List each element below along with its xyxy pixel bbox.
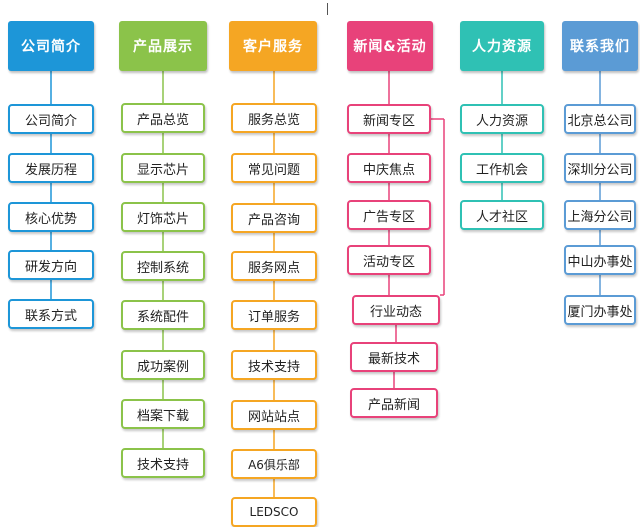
node-1-0[interactable]: 产品总览 — [121, 103, 205, 133]
node-2-2[interactable]: 产品咨询 — [231, 203, 317, 233]
column-header-1[interactable]: 产品展示 — [119, 21, 207, 71]
node-1-2[interactable]: 灯饰芯片 — [121, 202, 205, 232]
node-0-0[interactable]: 公司简介 — [8, 104, 94, 134]
node-2-5[interactable]: 技术支持 — [231, 350, 317, 380]
node-5-4[interactable]: 厦门办事处 — [564, 295, 636, 325]
node-2-7[interactable]: A6俱乐部 — [231, 449, 317, 479]
node-5-0[interactable]: 北京总公司 — [564, 104, 636, 134]
column-header-0[interactable]: 公司简介 — [8, 21, 94, 71]
top-marker-line — [327, 3, 328, 15]
column-header-2[interactable]: 客户服务 — [229, 21, 317, 71]
node-1-1[interactable]: 显示芯片 — [121, 153, 205, 183]
node-0-2[interactable]: 核心优势 — [8, 202, 94, 232]
node-2-8[interactable]: LEDSCO — [231, 497, 317, 527]
node-3-4[interactable]: 行业动态 — [352, 295, 440, 325]
node-0-1[interactable]: 发展历程 — [8, 153, 94, 183]
node-3-6[interactable]: 产品新闻 — [350, 388, 438, 418]
node-0-3[interactable]: 研发方向 — [8, 250, 94, 280]
node-3-1[interactable]: 中庆焦点 — [347, 153, 431, 183]
node-0-4[interactable]: 联系方式 — [8, 299, 94, 329]
column-header-5[interactable]: 联系我们 — [562, 21, 638, 71]
node-3-3[interactable]: 活动专区 — [347, 245, 431, 275]
node-1-4[interactable]: 系统配件 — [121, 300, 205, 330]
node-3-0[interactable]: 新闻专区 — [347, 104, 431, 134]
node-2-6[interactable]: 网站站点 — [231, 400, 317, 430]
node-4-2[interactable]: 人才社区 — [460, 200, 544, 230]
node-2-0[interactable]: 服务总览 — [231, 103, 317, 133]
node-1-6[interactable]: 档案下载 — [121, 399, 205, 429]
node-1-7[interactable]: 技术支持 — [121, 448, 205, 478]
column-header-3[interactable]: 新闻&活动 — [347, 21, 433, 71]
node-3-2[interactable]: 广告专区 — [347, 200, 431, 230]
column-header-4[interactable]: 人力资源 — [460, 21, 544, 71]
node-1-3[interactable]: 控制系统 — [121, 251, 205, 281]
node-3-5[interactable]: 最新技术 — [350, 342, 438, 372]
node-2-3[interactable]: 服务网点 — [231, 251, 317, 281]
node-5-2[interactable]: 上海分公司 — [564, 200, 636, 230]
node-2-1[interactable]: 常见问题 — [231, 153, 317, 183]
node-5-1[interactable]: 深圳分公司 — [564, 153, 636, 183]
node-1-5[interactable]: 成功案例 — [121, 350, 205, 380]
node-2-4[interactable]: 订单服务 — [231, 300, 317, 330]
node-4-0[interactable]: 人力资源 — [460, 104, 544, 134]
node-4-1[interactable]: 工作机会 — [460, 153, 544, 183]
node-5-3[interactable]: 中山办事处 — [564, 245, 636, 275]
